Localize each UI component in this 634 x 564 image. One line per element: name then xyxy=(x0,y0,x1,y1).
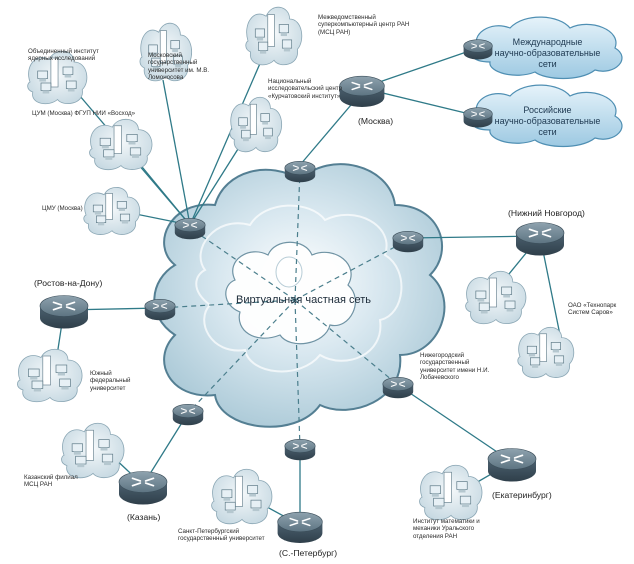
site-msu xyxy=(139,22,193,82)
city-ekb: (Екатеринбург) xyxy=(492,490,552,500)
intl-networks-label: Международные научно-образовательные сет… xyxy=(494,37,601,69)
org-spbu: Санкт-Петербургский государственный унив… xyxy=(178,528,265,543)
router-core-rostov xyxy=(144,299,176,321)
city-nizhny: (Нижний Новгород) xyxy=(508,208,585,218)
rus-networks-label: Российские научно-образовательные сети xyxy=(494,105,601,137)
router-rostov xyxy=(39,295,89,329)
city-kazan: (Казань) xyxy=(127,512,161,522)
site-voskhod xyxy=(89,119,153,171)
org-oiyai: Объединенный институт ядерных исследован… xyxy=(28,48,99,63)
site-spbu xyxy=(211,468,273,525)
router-moscow xyxy=(339,75,385,107)
cloud-intl xyxy=(471,16,623,80)
org-voskhod: ЦУМ (Москва) ФГУП НИИ «Восход» xyxy=(32,110,136,117)
router-kazan xyxy=(118,471,168,505)
org-nnsu: Нижегородский государственный университе… xyxy=(420,352,490,382)
site-oiyai xyxy=(27,50,88,105)
org-mscc: Межведомственный суперкомпьютерный центр… xyxy=(318,14,410,36)
org-sarov: ОАО «Технопарк Систем Саров» xyxy=(568,302,617,317)
center-label: Виртуальная частная сеть xyxy=(236,294,371,306)
org-tsmu: ЦМУ (Москва) xyxy=(42,205,83,212)
router-core-ekb xyxy=(382,377,414,399)
city-spb: (С.-Петербург) xyxy=(279,548,338,558)
city-rostov: (Ростов-на-Дону) xyxy=(34,278,103,288)
router-core-msk2 xyxy=(174,218,206,240)
cloud-rus xyxy=(471,84,623,148)
vpn-cloud xyxy=(153,163,446,428)
router-core-kazan xyxy=(172,404,204,426)
internal-links xyxy=(159,169,409,449)
site-nnsu xyxy=(465,270,527,325)
city-moscow: (Москва) xyxy=(358,116,394,126)
router-spb xyxy=(277,511,323,543)
router-core-moscow xyxy=(284,161,316,183)
router-nizhny xyxy=(515,222,565,256)
site-clouds xyxy=(17,6,575,525)
site-mscc xyxy=(245,6,303,66)
router-intl xyxy=(463,39,493,60)
routers xyxy=(39,39,565,543)
org-kazan-branch: Казанский филиал МСЦ РАН xyxy=(24,474,78,489)
site-imm xyxy=(419,464,483,521)
router-ekb xyxy=(487,448,537,482)
router-rus xyxy=(463,107,493,128)
site-tsmu xyxy=(83,187,141,235)
site-sarov xyxy=(517,327,575,379)
site-sfu xyxy=(17,348,83,403)
org-kurchatov: Национальный исследовательский центр «Ку… xyxy=(268,78,343,100)
site-kazan-branch xyxy=(61,422,125,479)
org-msu: Московский государственный университет и… xyxy=(148,52,210,82)
site-kurchatov xyxy=(229,96,283,153)
org-sfu: Южный федеральный университет xyxy=(90,370,131,392)
router-core-nizhny xyxy=(392,231,424,253)
router-core-spb xyxy=(284,439,316,461)
org-imm: Институт математики и механики Уральског… xyxy=(413,518,480,540)
